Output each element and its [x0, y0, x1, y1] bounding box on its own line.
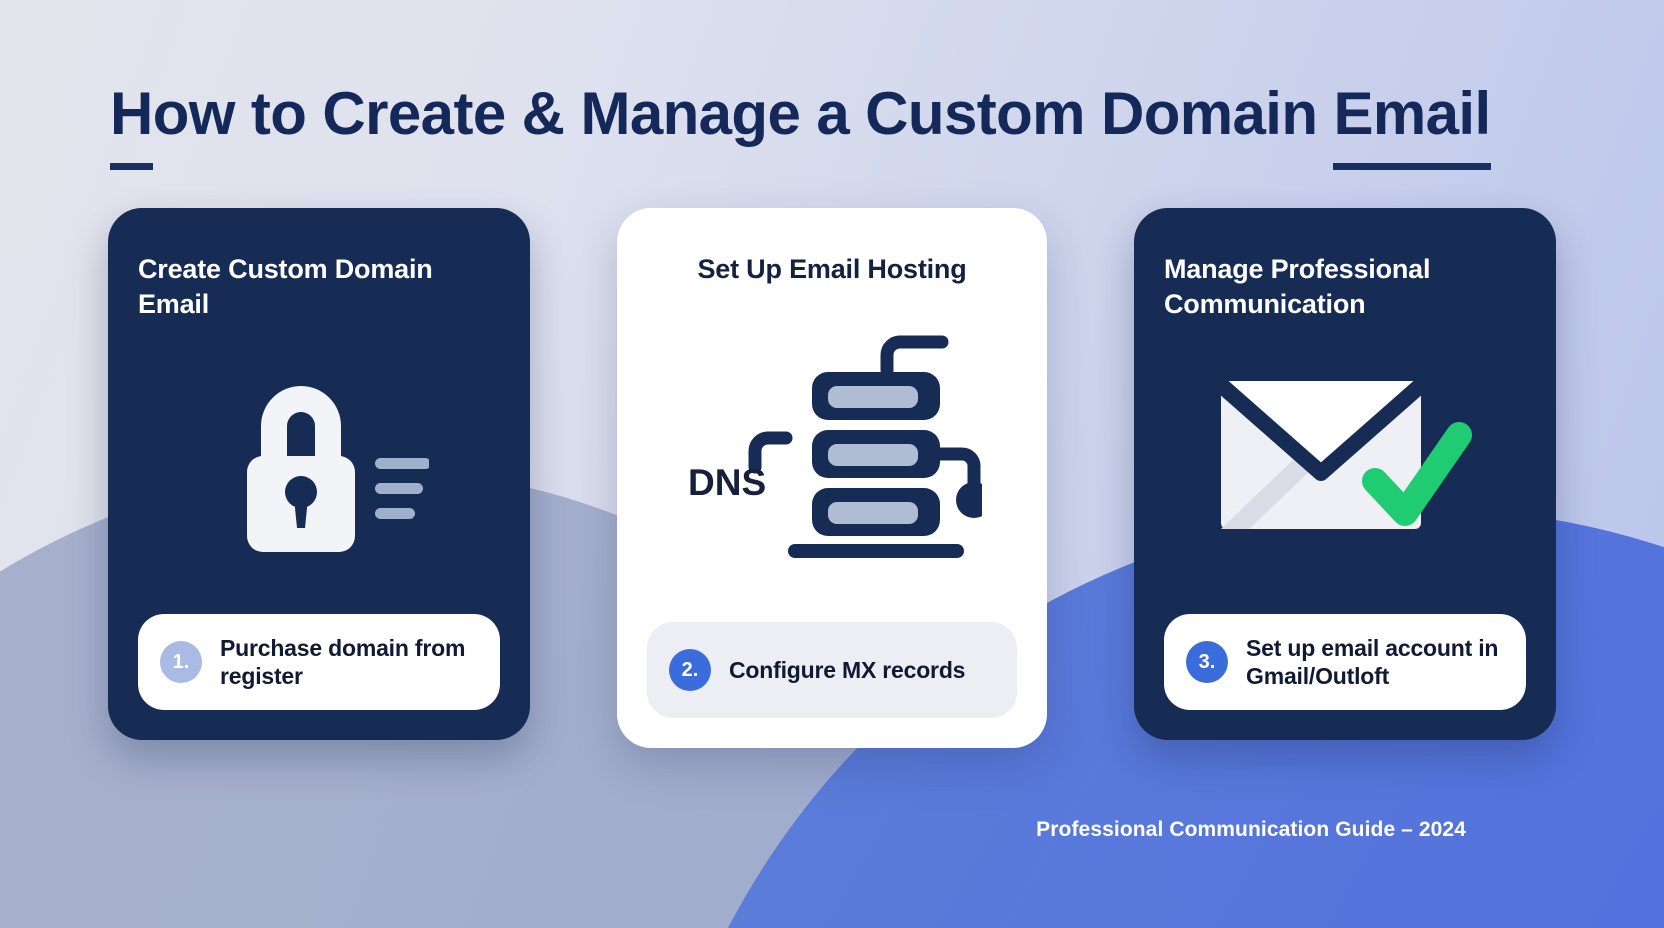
step-card-2[interactable]: Set Up Email Hosting [617, 208, 1047, 748]
server-stack-icon: DNS [647, 287, 1017, 622]
envelope-check-icon [1164, 321, 1526, 614]
page-title-first-letter: H [110, 80, 153, 170]
step-card-2-title: Set Up Email Hosting [697, 254, 967, 284]
step-card-2-text: Configure MX records [729, 656, 966, 683]
step-card-2-pill[interactable]: 2. Configure MX records [647, 622, 1017, 718]
step-card-1-number: 1. [160, 641, 202, 683]
step-card-1-text: Purchase domain from register [220, 634, 466, 689]
step-card-3-title: Manage Professional Communication [1164, 254, 1431, 319]
step-card-2-number: 2. [669, 649, 711, 691]
steps-card-row: Create Custom Domain Email 1. Purchase d… [108, 208, 1556, 748]
page-header: How to Create & Manage a Custom Domain E… [110, 80, 1570, 170]
page-title-emphasis: Email [1333, 80, 1491, 170]
step-card-3-text: Set up email account in Gmail/Outloft [1246, 634, 1499, 689]
page-title-middle: ow to Create & Manage a Custom Domain [152, 80, 1334, 147]
step-card-3-pill[interactable]: 3. Set up email account in Gmail/Outloft [1164, 614, 1526, 710]
step-card-1-title: Create Custom Domain Email [138, 254, 433, 319]
step-card-1[interactable]: Create Custom Domain Email 1. Purchase d… [108, 208, 530, 740]
dns-label: DNS [688, 462, 766, 503]
step-card-1-pill[interactable]: 1. Purchase domain from register [138, 614, 500, 710]
step-card-3[interactable]: Manage Professional Communication 3. Set… [1134, 208, 1556, 740]
padlock-icon [138, 321, 500, 614]
footer-credit: Professional Communication Guide – 2024 [1036, 818, 1466, 841]
step-card-3-number: 3. [1186, 641, 1228, 683]
page-title: How to Create & Manage a Custom Domain E… [110, 80, 1570, 170]
